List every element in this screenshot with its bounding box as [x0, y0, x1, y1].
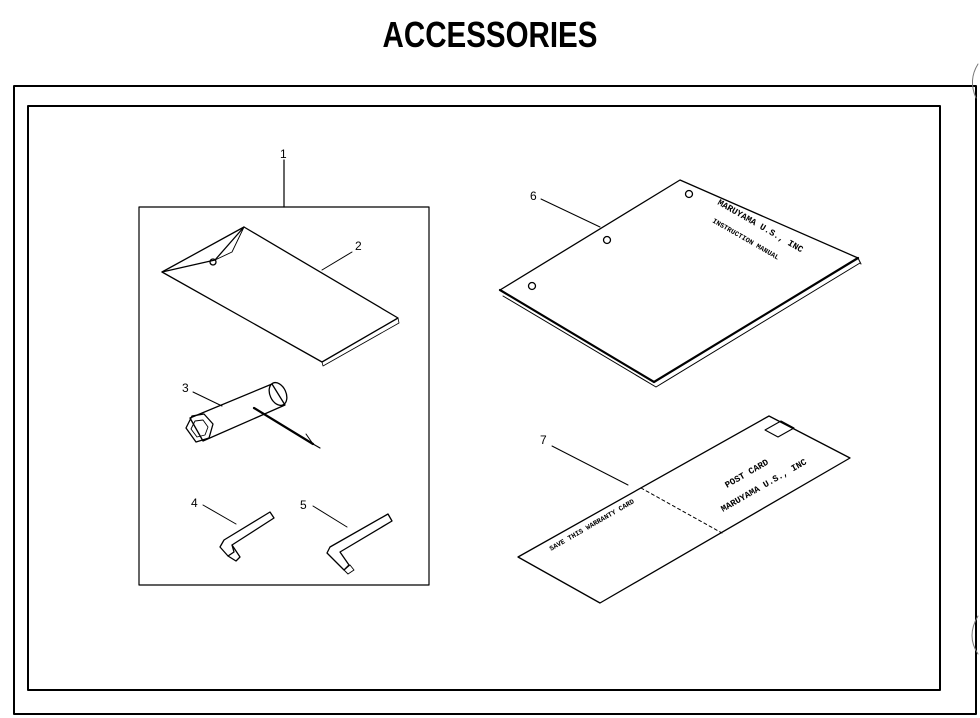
callout-4: 4 — [191, 496, 198, 510]
manual-subtitle-text: INSTRUCTION MANUAL — [711, 218, 780, 263]
hex-wrench-small-icon — [219, 511, 275, 562]
inner-frame — [27, 105, 941, 691]
callout-3: 3 — [182, 381, 189, 395]
tool-kit-group: 1 — [138, 147, 430, 586]
callout-line-2 — [321, 251, 353, 271]
callout-line-4 — [202, 504, 237, 525]
instruction-manual-icon — [498, 179, 862, 388]
warranty-postcard-icon — [517, 415, 851, 604]
callout-line-5 — [312, 505, 348, 528]
postcard-left-text: SAVE THIS WARRANTY CARD — [549, 498, 637, 553]
plug-wrench-icon — [185, 381, 321, 449]
hex-wrench-large-icon — [326, 513, 393, 575]
callout-line-3 — [192, 391, 223, 407]
callout-6: 6 — [530, 189, 537, 203]
page-title: ACCESSORIES — [382, 14, 598, 55]
callout-line-6 — [540, 198, 601, 228]
tool-kit-box — [138, 206, 430, 586]
tool-bag-icon — [161, 226, 400, 367]
binder-curl-top — [972, 63, 979, 99]
binder-curl-bottom — [971, 615, 979, 655]
callout-line-7 — [551, 445, 629, 486]
callout-7: 7 — [540, 433, 547, 447]
callout-1: 1 — [280, 147, 287, 161]
callout-5: 5 — [300, 498, 307, 512]
outer-frame — [13, 85, 977, 715]
callout-2: 2 — [355, 239, 362, 253]
